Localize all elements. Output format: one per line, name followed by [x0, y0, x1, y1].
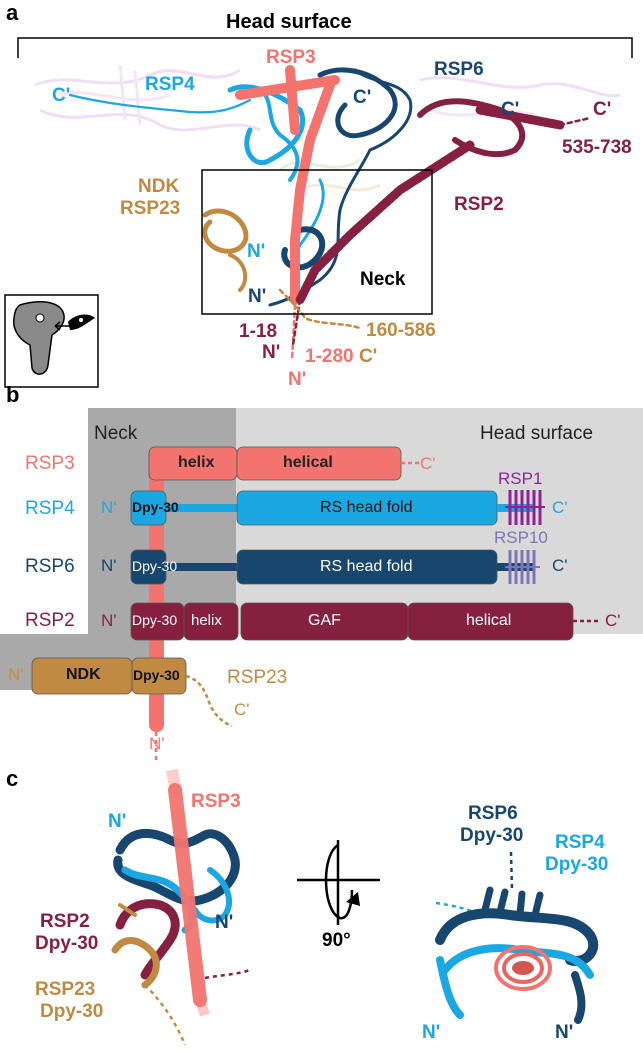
ndk-label: NDK	[138, 176, 180, 197]
rsp23-dpy30-domain: Dpy-30	[133, 667, 180, 683]
rsp23-dpy30-label-c: Dpy-30	[40, 1001, 104, 1022]
row-label-rsp4: RSP4	[25, 498, 75, 519]
row-label-rsp2: RSP2	[25, 610, 75, 631]
left-n-term-top: N'	[108, 811, 127, 832]
rsp1-label: RSP1	[498, 469, 543, 488]
rsp6-c-term-right: C'	[501, 99, 520, 120]
range-1-18: 1-18	[239, 321, 278, 342]
rsp3-label-c: RSP3	[191, 791, 241, 812]
rsp3-helical-domain: helical	[283, 454, 333, 471]
rsp2-n-term-b: N'	[101, 611, 117, 630]
rsp4-head-fold-domain: RS head fold	[320, 499, 413, 516]
rsp3-label: RSP3	[266, 47, 316, 68]
rsp3-c-term-b: C'	[420, 454, 436, 473]
rsp2-label-c: RSP2	[40, 911, 90, 932]
rsp6-c-term-b: C'	[552, 556, 568, 575]
row-label-rsp6: RSP6	[25, 556, 75, 577]
rsp2-dpy30-domain: Dpy-30	[132, 612, 178, 628]
rsp3-n-term-b: N'	[149, 734, 165, 753]
rsp2-n-term: N'	[262, 342, 281, 363]
rsp4-c-term: C'	[52, 85, 71, 106]
panel-a-structure	[4, 37, 633, 388]
range-1-280: 1-280	[305, 346, 354, 367]
left-n-term-right: N'	[215, 912, 234, 933]
rsp23-n-term-b: N'	[8, 665, 24, 684]
rsp3-helix-domain: helix	[178, 454, 215, 471]
rsp6-label-c: RSP6	[468, 803, 518, 824]
rsp2-label: RSP2	[454, 194, 504, 215]
rsp2-gaf-domain: GAF	[308, 612, 341, 629]
rsp23-label-b: RSP23	[227, 667, 288, 688]
neck-label: Neck	[360, 269, 406, 290]
rsp2-c-term-b: C'	[605, 611, 621, 630]
rsp4-label: RSP4	[145, 74, 195, 95]
panel-a-letter: a	[6, 0, 19, 25]
rsp4-label-c: RSP4	[555, 832, 605, 853]
rsp6-n-term-b: N'	[101, 556, 117, 575]
rsp6-dpy30-domain: Dpy-30	[132, 558, 178, 574]
rsp23-label-c: RSP23	[35, 979, 96, 1000]
right-n-term-right: N'	[555, 1022, 574, 1043]
row-label-rsp3: RSP3	[25, 453, 75, 474]
rotation-label: 90°	[322, 930, 351, 951]
rsp4-dpy30-domain: Dpy-30	[132, 499, 179, 515]
right-n-term-left: N'	[422, 1022, 441, 1043]
rsp10-label: RSP10	[494, 528, 548, 547]
ndk-domain: NDK	[66, 666, 101, 683]
rsp4-dpy30-label-c: Dpy-30	[545, 854, 609, 875]
range-160-586: 160-586	[366, 320, 436, 341]
rsp6-n-term: N'	[248, 286, 267, 307]
neck-region-label: Neck	[94, 423, 138, 444]
rsp23-c-term-b: C'	[234, 700, 250, 719]
rsp3-n-term: N'	[288, 369, 307, 390]
rsp2-dpy30-label-c: Dpy-30	[35, 933, 99, 954]
rsp6-c-term-center: C'	[353, 87, 372, 108]
panel-c-letter: c	[6, 766, 19, 791]
panel-b-letter: b	[6, 382, 20, 407]
rsp4-c-term-b: C'	[552, 498, 568, 517]
rsp4-n-term-b: N'	[101, 498, 117, 517]
rsp23-label: RSP23	[120, 198, 181, 219]
panel-b-domain-map	[0, 408, 643, 760]
rsp6-dpy30-label-c: Dpy-30	[460, 825, 524, 846]
rsp6-head-fold-domain: RS head fold	[320, 558, 413, 575]
rsp4-n-term: N'	[247, 241, 266, 262]
rsp2-helical-domain: helical	[466, 612, 512, 629]
rsp6-label: RSP6	[434, 59, 484, 80]
head-surface-label: Head surface	[226, 11, 352, 33]
rsp2-range-535: 535-738	[562, 137, 632, 158]
head-surface-region-label: Head surface	[480, 423, 594, 444]
rsp23-c-term: C'	[359, 346, 378, 367]
rsp2-helix-domain: helix	[191, 612, 222, 629]
rsp2-c-term: C'	[593, 99, 612, 120]
